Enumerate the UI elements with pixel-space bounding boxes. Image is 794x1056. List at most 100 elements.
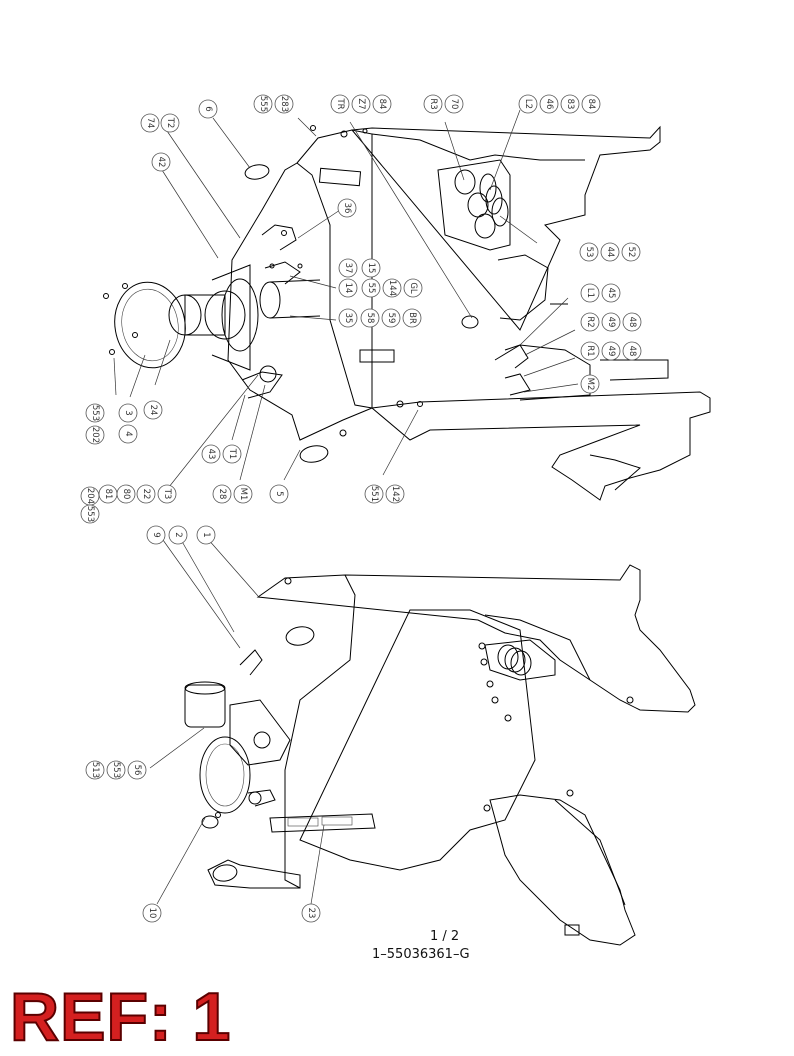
svg-text:T2: T2 <box>165 117 175 129</box>
svg-text:Z7: Z7 <box>356 98 366 109</box>
svg-text:37: 37 <box>343 263 353 274</box>
svg-text:BR: BR <box>407 312 417 324</box>
svg-text:22: 22 <box>141 489 151 500</box>
sheet-number: 1 / 2 <box>430 929 460 944</box>
svg-text:43: 43 <box>206 449 216 460</box>
svg-text:56: 56 <box>132 765 142 776</box>
svg-text:49: 49 <box>606 346 616 357</box>
svg-text:49: 49 <box>606 317 616 328</box>
svg-text:84: 84 <box>377 99 387 110</box>
callout-55-144-GL: 55 144 GL <box>361 278 423 298</box>
callout-2: 2 <box>168 525 188 545</box>
callout-1: 1 <box>196 525 216 545</box>
svg-text:142: 142 <box>390 486 400 502</box>
svg-text:48: 48 <box>627 346 637 357</box>
top-leader-lines <box>113 109 579 493</box>
svg-text:44: 44 <box>605 247 615 258</box>
callout-L2-46-83-84: L2 46 83 84 <box>518 94 601 114</box>
svg-text:5: 5 <box>274 491 284 496</box>
callout-53-44-52: 53 44 52 <box>579 242 641 262</box>
svg-text:84: 84 <box>586 99 596 110</box>
svg-text:59: 59 <box>386 313 396 324</box>
svg-text:24: 24 <box>148 405 158 416</box>
svg-text:15: 15 <box>366 263 376 274</box>
svg-text:555: 555 <box>258 96 268 112</box>
callout-24: 24 <box>143 400 163 420</box>
top-assembly-frame <box>103 125 711 501</box>
svg-text:283: 283 <box>279 96 289 112</box>
spring-coil-top <box>454 169 509 239</box>
callout-36: 36 <box>337 198 357 218</box>
svg-text:T1: T1 <box>227 448 237 460</box>
svg-text:1: 1 <box>201 532 211 537</box>
bottom-leader-lines <box>149 537 325 905</box>
callout-37-14-15: 37 14 15 <box>338 258 381 298</box>
callout-R1-49-48: R1 49 48 <box>580 341 642 361</box>
svg-text:10: 10 <box>147 908 157 919</box>
callout-35-58-59-BR: 35 58 59 BR <box>338 308 422 328</box>
callout-513-553-56: 513 553 56 <box>85 760 147 780</box>
svg-text:204: 204 <box>85 488 95 504</box>
svg-text:14: 14 <box>343 283 353 294</box>
callout-10: 10 <box>142 903 162 923</box>
svg-text:42: 42 <box>156 157 166 168</box>
svg-text:M2: M2 <box>585 378 595 391</box>
svg-text:45: 45 <box>606 288 616 299</box>
svg-text:144: 144 <box>387 280 397 296</box>
svg-text:TR: TR <box>335 97 345 109</box>
callout-5: 5 <box>269 484 289 504</box>
svg-text:553: 553 <box>90 405 100 421</box>
svg-text:55: 55 <box>366 283 376 294</box>
svg-text:202: 202 <box>90 427 100 443</box>
svg-text:9: 9 <box>151 532 161 537</box>
svg-text:R3: R3 <box>428 98 438 109</box>
svg-text:48: 48 <box>627 317 637 328</box>
svg-text:4: 4 <box>123 431 133 436</box>
svg-text:74: 74 <box>145 118 155 129</box>
svg-text:23: 23 <box>306 908 316 919</box>
svg-text:553: 553 <box>111 762 121 778</box>
svg-text:M1: M1 <box>238 488 248 501</box>
svg-text:83: 83 <box>565 99 575 110</box>
bottom-assembly-frame <box>184 564 696 946</box>
svg-text:6: 6 <box>203 106 213 111</box>
svg-text:53: 53 <box>584 247 594 258</box>
callout-74-T2: 74 T2 <box>140 113 180 133</box>
svg-text:2: 2 <box>173 532 183 537</box>
svg-text:36: 36 <box>342 203 352 214</box>
callout-23: 23 <box>301 903 321 923</box>
svg-text:553: 553 <box>85 506 95 522</box>
svg-text:R2: R2 <box>585 316 595 327</box>
drawing-number: 1–55036361–G <box>372 947 470 962</box>
svg-text:GL: GL <box>408 282 418 294</box>
svg-text:80: 80 <box>121 489 131 500</box>
svg-text:3: 3 <box>123 410 133 415</box>
svg-text:513: 513 <box>90 762 100 778</box>
svg-text:T3: T3 <box>162 488 172 500</box>
callout-L1-45: L1 45 <box>580 283 621 303</box>
svg-text:L2: L2 <box>523 99 533 109</box>
svg-text:35: 35 <box>343 313 353 324</box>
callout-555-283: 555 283 <box>253 94 294 114</box>
reference-label: REF: 1 <box>9 978 232 1056</box>
svg-text:46: 46 <box>544 99 554 110</box>
callout-3-4: 34 <box>118 403 138 444</box>
svg-text:R1: R1 <box>585 345 595 356</box>
callout-9: 9 <box>146 525 166 545</box>
callout-TR-Z7-84: TR Z7 84 <box>330 94 392 114</box>
callout-6: 6 <box>198 99 218 119</box>
bottom-callout-bubbles: 9 2 1 513 553 56 10 23 <box>85 525 321 923</box>
svg-text:52: 52 <box>626 247 636 258</box>
svg-text:L1: L1 <box>585 288 595 298</box>
callout-43-T1: 43 T1 <box>201 444 242 464</box>
callout-R2-49-48: R2 49 48 <box>580 312 642 332</box>
svg-text:58: 58 <box>365 313 375 324</box>
callout-42: 42 <box>151 152 171 172</box>
callout-M2: M2 <box>580 374 600 394</box>
